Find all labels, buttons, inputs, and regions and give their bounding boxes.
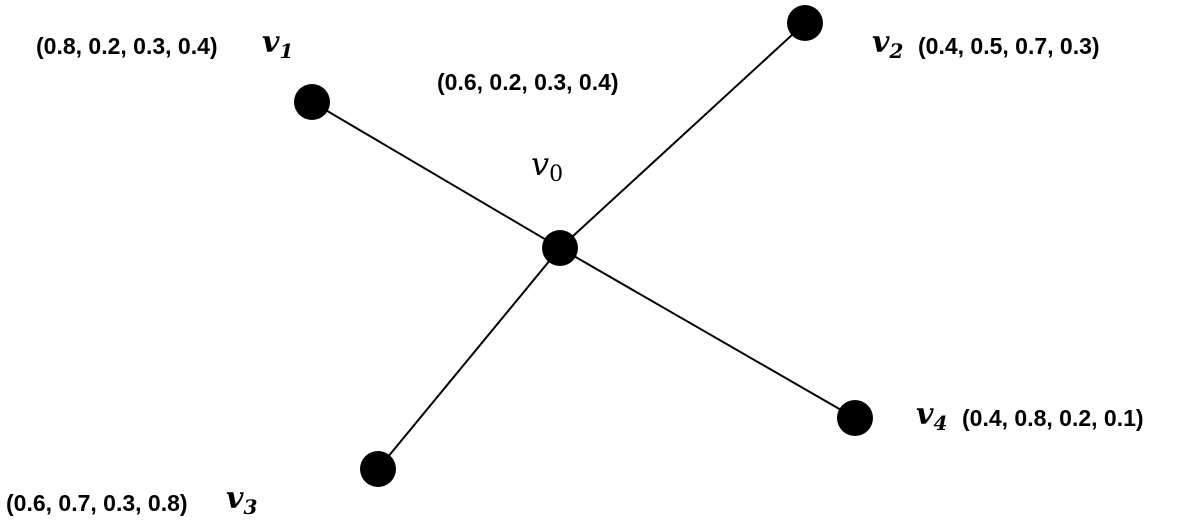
edge-v0-v2 <box>559 22 806 249</box>
node-v0 <box>542 230 578 266</box>
node-v0-values: (0.6, 0.2, 0.3, 0.4) <box>437 69 619 95</box>
node-v2-name: v2 <box>872 25 903 62</box>
node-v4 <box>837 400 873 436</box>
node-v1-name-sub: 1 <box>279 39 294 63</box>
node-v1-values: (0.8, 0.2, 0.3, 0.4) <box>36 33 218 59</box>
node-v3-name-sub: 3 <box>243 495 258 519</box>
node-v4-name-base: v <box>916 397 934 432</box>
node-v3 <box>360 451 396 487</box>
node-v2-name-sub: 2 <box>889 39 904 63</box>
node-v4-name-sub: 4 <box>933 411 948 435</box>
node-v0-name-sub: 0 <box>549 162 564 187</box>
node-v3-name: v3 <box>226 481 257 518</box>
node-v3-name-base: v <box>226 481 244 516</box>
edge-v0-v3 <box>377 247 561 470</box>
node-v0-name-base: v <box>531 145 550 183</box>
edge-v0-v1 <box>311 101 561 249</box>
node-v1 <box>294 84 330 120</box>
node-v4-name: v4 <box>916 397 947 434</box>
node-v3-values: (0.6, 0.7, 0.3, 0.8) <box>6 490 188 516</box>
node-v1-name: v1 <box>262 25 293 62</box>
node-v2 <box>787 5 823 41</box>
node-v0-name: v0 <box>531 145 563 186</box>
node-v1-name-base: v <box>262 25 280 60</box>
node-v2-values: (0.4, 0.5, 0.7, 0.3) <box>918 33 1100 59</box>
edge-v0-v4 <box>559 247 856 419</box>
node-v2-name-base: v <box>872 25 890 60</box>
node-v4-values: (0.4, 0.8, 0.2, 0.1) <box>962 405 1144 431</box>
